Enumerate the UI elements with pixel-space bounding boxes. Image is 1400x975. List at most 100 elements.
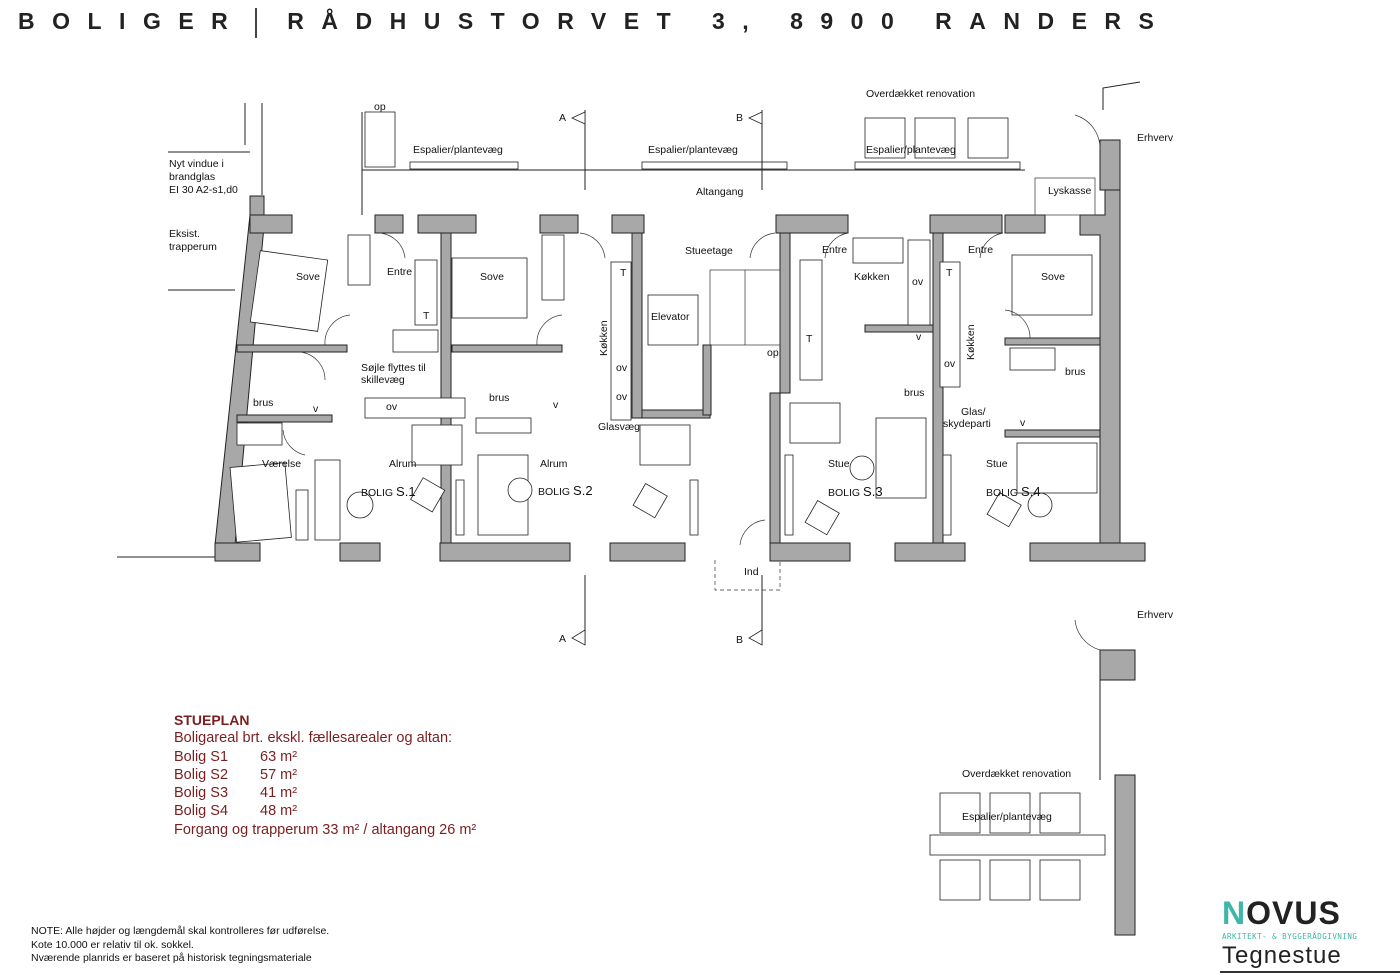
divider: [1220, 971, 1400, 973]
lyskasse-box: [1034, 177, 1096, 216]
desk: [295, 489, 309, 541]
legend-name: Bolig S1: [174, 748, 229, 765]
label-espalier: Espalier/plantevæg: [648, 144, 738, 156]
label-t: T: [620, 267, 627, 279]
existing-structure: [117, 103, 265, 558]
bin: [864, 117, 906, 159]
room-sove: Sove: [1041, 271, 1065, 283]
wall-segment: [775, 214, 849, 234]
wall-s1-s2: [440, 232, 452, 544]
chair: [849, 455, 875, 481]
logo-wordmark: NOVUS: [1222, 895, 1341, 931]
bin: [967, 117, 1009, 159]
logo-sub: Tegnestue: [1222, 942, 1342, 969]
section-b-top: B: [736, 112, 743, 124]
wall-s2-stair: [631, 232, 643, 419]
label-renovation: Overdækket renovation: [962, 768, 1071, 780]
room-entre: Entre: [968, 244, 993, 256]
label-ov: ov: [386, 401, 398, 413]
label-ov: ov: [616, 362, 628, 374]
room-alrum: Alrum: [389, 458, 417, 470]
room-kokken: Køkken: [965, 324, 977, 360]
wall-segment: [611, 214, 645, 234]
label-v: v: [553, 399, 559, 411]
armchair: [804, 500, 840, 536]
legend-name: Bolig S3: [174, 785, 229, 802]
dining-table: [789, 402, 841, 444]
bolig-s4: BOLIG S.4: [986, 484, 1041, 499]
novus-logo: NOVUS ARKITEKT- & BYGGERÅDGIVNING Tegnes…: [1222, 895, 1392, 970]
section-b-bottom: B: [736, 634, 743, 646]
label-stair-existing: Eksist.: [169, 228, 200, 240]
label-brus: brus: [489, 392, 509, 404]
label-altangang: Altangang: [696, 186, 743, 198]
label-op: op: [374, 101, 386, 113]
label-stueetage: Stueetage: [685, 245, 733, 257]
wall-s4-bath: [1004, 337, 1101, 346]
walls: [214, 139, 1146, 562]
wall-stair: [702, 344, 712, 416]
espalier-2: [641, 161, 788, 170]
dining-table: [639, 424, 691, 466]
bolig-s2: BOLIG S.2: [538, 483, 593, 498]
legend-title: STUEPLAN: [174, 712, 250, 728]
wall-stair-bottom: [641, 409, 711, 419]
plan-labels: op A B Overdækket renovation Erhverv Esp…: [169, 88, 1174, 823]
wall-stair-s3-low: [769, 392, 781, 544]
doors: [282, 232, 1031, 546]
logo-tagline: ARKITEKT- & BYGGERÅDGIVNING: [1222, 932, 1358, 941]
wardrobe: [414, 259, 438, 326]
label-brus: brus: [253, 397, 273, 409]
kitchen-s3: [907, 239, 931, 326]
shelf: [784, 454, 794, 536]
label-t: T: [806, 333, 813, 345]
area-legend: STUEPLAN Boligareal brt. ekskl. fællesar…: [174, 711, 476, 839]
label-ind: Ind: [744, 566, 759, 578]
lower-right-structure: [929, 649, 1136, 936]
section-a-top: A: [559, 112, 566, 124]
stair-storage: [799, 259, 823, 381]
label-v: v: [313, 403, 319, 415]
chair: [507, 477, 533, 503]
wall-segment: [417, 214, 477, 234]
bolig-s1: BOLIG S.1: [361, 484, 416, 499]
armchair: [986, 492, 1022, 528]
legend-subtitle: Boligareal brt. ekskl. fællesarealer og …: [174, 730, 453, 747]
wardrobe: [392, 329, 439, 353]
legend-name: Bolig S4: [174, 803, 229, 820]
wardrobe: [347, 234, 371, 286]
label-t: T: [423, 310, 430, 322]
label-brus: brus: [1065, 366, 1085, 378]
wall-segment: [374, 214, 404, 234]
kitchen-s1: [364, 397, 466, 419]
wall-segment: [1029, 542, 1146, 562]
label-v: v: [916, 331, 922, 343]
bolig-s3: BOLIG S.3: [828, 484, 883, 499]
staircase: [709, 269, 781, 346]
label-glasvaeg: Glasvæg: [598, 421, 640, 433]
espalier-3: [854, 161, 1021, 170]
legend-row: Bolig S2 57 m²: [174, 766, 476, 784]
room-entre: Entre: [387, 266, 412, 278]
label-stair-existing: trapperum: [169, 241, 217, 253]
shelf: [942, 454, 952, 536]
legend-name: Bolig S2: [174, 766, 229, 783]
armchair: [632, 483, 668, 519]
room-kokken: Køkken: [598, 320, 610, 356]
wardrobe: [1009, 347, 1056, 371]
wall-segment: [214, 542, 261, 562]
wall-s1-bath: [236, 344, 348, 353]
wardrobe: [541, 234, 565, 301]
outdoor-stair: [364, 111, 396, 168]
label-op: op: [767, 347, 779, 359]
wall-segment: [894, 542, 966, 562]
sofa: [1016, 442, 1098, 494]
room-sove: Sove: [296, 271, 320, 283]
legend-area: 57 m²: [260, 766, 298, 783]
wall-s2-bath: [451, 344, 563, 353]
legend-area: 41 m²: [260, 785, 298, 802]
wall-segment: [539, 214, 579, 234]
wall-segment: [1004, 214, 1046, 234]
wall-segment: [769, 542, 851, 562]
